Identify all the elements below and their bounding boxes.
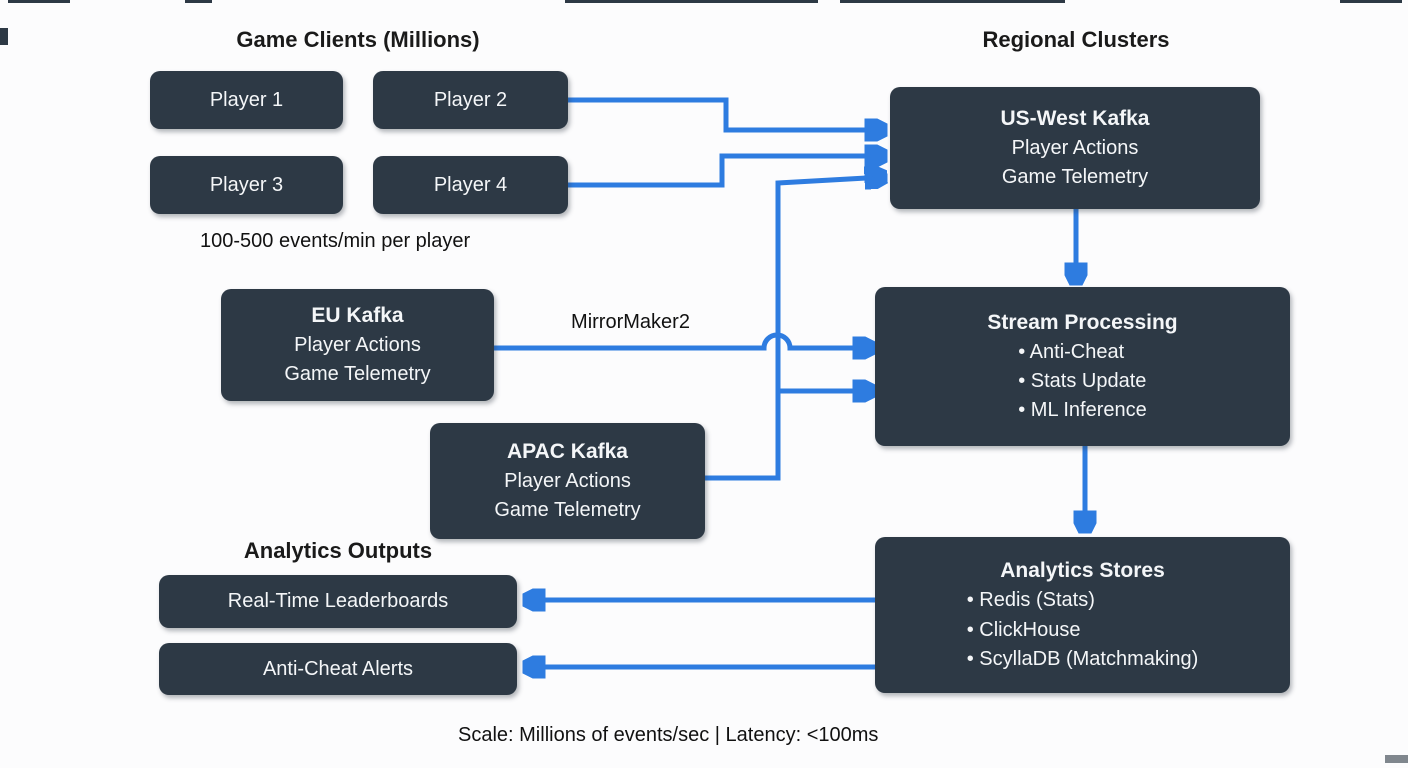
heading-game-clients: Game Clients (Millions) [236, 27, 480, 52]
node-us-west-kafka-title: US-West Kafka [1000, 106, 1150, 130]
edge-artifact-top-3 [565, 0, 818, 3]
node-player-3: Player 3 [150, 156, 343, 214]
node-eu-kafka-title: EU Kafka [311, 303, 404, 327]
node-real-time-leaderboards: Real-Time Leaderboards [159, 575, 517, 628]
node-apac-kafka-line-1: Player Actions [504, 470, 631, 493]
events-rate-note: 100-500 events/min per player [200, 230, 471, 252]
node-player-2: Player 2 [373, 71, 568, 129]
edge-artifact-top-1 [8, 0, 70, 3]
arrow-apac-to-uswest [705, 177, 884, 481]
node-analytics-stores: Analytics Stores • Redis (Stats) • Click… [875, 537, 1290, 693]
edge-artifact-top-4 [840, 0, 1065, 3]
node-player-4-label: Player 4 [433, 173, 508, 196]
node-player-2-label: Player 2 [433, 88, 508, 111]
edge-artifact-top-5 [1340, 0, 1402, 3]
mirrormaker-label: MirrorMaker2 [571, 311, 690, 333]
node-anti-cheat-alerts-label: Anti-Cheat Alerts [262, 657, 414, 680]
stores-bullet-redis: • Redis (Stats) [966, 589, 1095, 612]
edge-artifact-bottom-right [1385, 755, 1408, 763]
heading-analytics-outputs: Analytics Outputs [243, 538, 433, 563]
node-eu-kafka: EU Kafka Player Actions Game Telemetry [221, 289, 494, 401]
analytics-stores-bullet-list: • Redis (Stats) • ClickHouse • ScyllaDB … [967, 586, 1199, 674]
node-apac-kafka-title: APAC Kafka [507, 439, 628, 463]
stream-bullet-stats-update: • Stats Update [1018, 370, 1147, 393]
heading-regional-clusters: Regional Clusters [982, 27, 1170, 52]
node-real-time-leaderboards-label: Real-Time Leaderboards [227, 590, 449, 612]
stream-bullet-anti-cheat: • Anti-Cheat [1018, 340, 1125, 363]
node-player-3-label: Player 3 [209, 173, 284, 196]
stores-bullet-scylladb: • ScyllaDB (Matchmaking) [966, 647, 1199, 670]
stream-processing-bullet-list: • Anti-Cheat • Stats Update • ML Inferen… [1018, 338, 1147, 426]
arrow-eu-to-stream-mirrormaker [494, 332, 872, 348]
node-eu-kafka-line-2: Game Telemetry [284, 363, 431, 386]
arrow-player4-to-uswest [567, 156, 884, 188]
node-stream-processing: Stream Processing • Anti-Cheat • Stats U… [875, 287, 1290, 446]
footer-scale-note: Scale: Millions of events/sec | Latency:… [458, 724, 879, 746]
arrow-player2-to-uswest [567, 97, 884, 130]
edge-artifact-left [0, 28, 8, 45]
stream-bullet-ml-inference: • ML Inference [1018, 399, 1147, 422]
node-us-west-kafka-line-1: Player Actions [1011, 137, 1139, 160]
node-analytics-stores-title: Analytics Stores [1000, 559, 1165, 582]
node-anti-cheat-alerts: Anti-Cheat Alerts [159, 643, 517, 695]
stores-bullet-clickhouse: • ClickHouse [966, 618, 1081, 641]
node-stream-processing-title: Stream Processing [987, 310, 1178, 334]
node-apac-kafka-line-2: Game Telemetry [494, 499, 641, 522]
node-eu-kafka-line-1: Player Actions [294, 334, 421, 357]
node-apac-kafka: APAC Kafka Player Actions Game Telemetry [430, 423, 705, 539]
node-us-west-kafka: US-West Kafka Player Actions Game Teleme… [890, 87, 1260, 209]
node-us-west-kafka-line-2: Game Telemetry [1001, 166, 1149, 189]
node-player-1-label: Player 1 [209, 88, 284, 111]
node-player-4: Player 4 [373, 156, 568, 214]
edge-artifact-top-2 [185, 0, 212, 3]
node-player-1: Player 1 [150, 71, 343, 129]
